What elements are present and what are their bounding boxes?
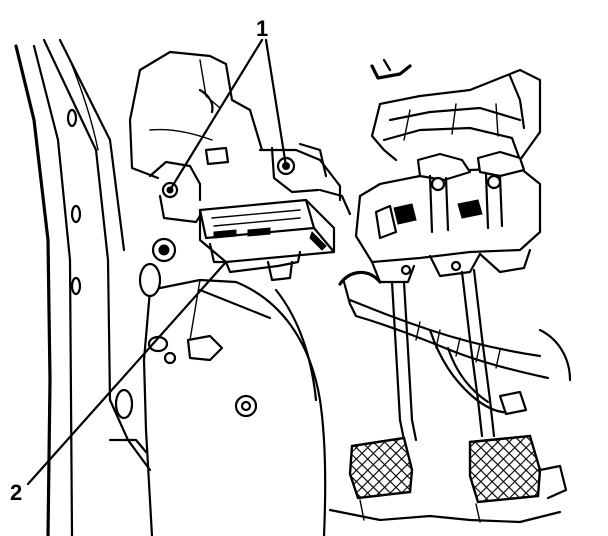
callout-1-leader-left <box>168 38 264 192</box>
firewall-booster <box>108 237 327 536</box>
door-pillar <box>14 38 152 536</box>
callout-1: 1 <box>168 16 288 192</box>
callout-2-leader <box>26 260 228 486</box>
callout-label-2: 2 <box>10 480 22 505</box>
clutch-pedal <box>348 436 414 500</box>
callout-label-1: 1 <box>256 16 268 41</box>
pedal-bracket <box>354 150 542 284</box>
pedal-arms <box>390 268 496 442</box>
control-module <box>198 198 336 282</box>
wiring-harness <box>338 270 572 416</box>
callout-2: 2 <box>10 260 228 505</box>
callout-1-leader-right <box>264 38 288 168</box>
floor <box>328 499 562 524</box>
steering-column <box>370 58 542 162</box>
brake-pedal <box>468 434 568 504</box>
